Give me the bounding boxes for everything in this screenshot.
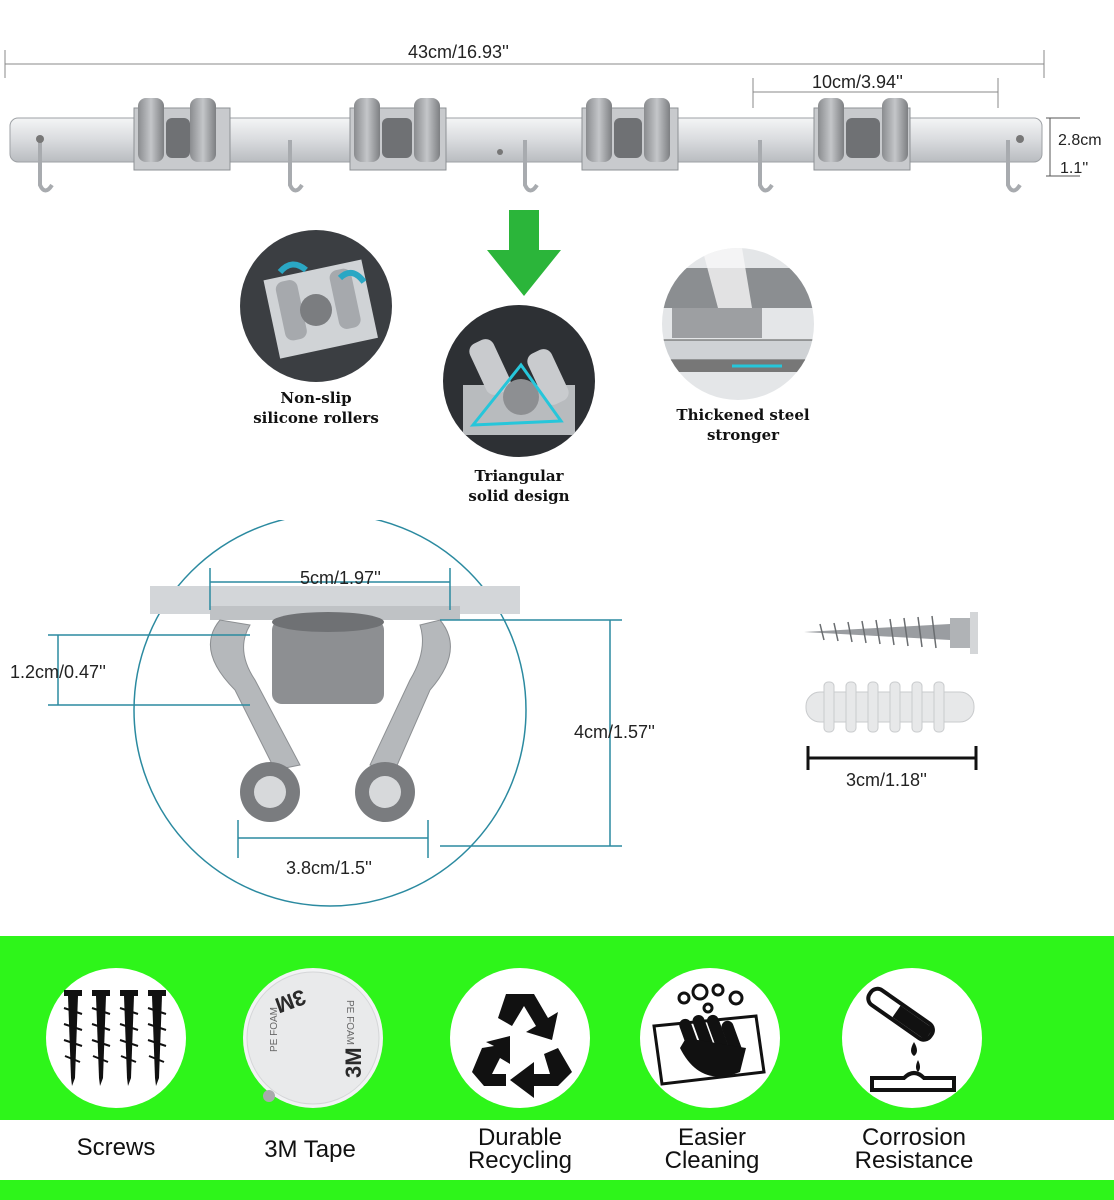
detail-rollers-line2: silicone rollers bbox=[253, 409, 379, 427]
recycle-icon bbox=[472, 994, 572, 1098]
detail-triangular-line1: Triangular bbox=[474, 467, 564, 485]
detail-triangular bbox=[443, 305, 595, 457]
clip-spacing-label: 10cm/3.94'' bbox=[812, 72, 903, 92]
feature-corrosion-line2: Resistance bbox=[854, 1147, 974, 1174]
feature-3m-tape-line1: 3M Tape bbox=[264, 1136, 356, 1163]
down-arrow-icon bbox=[487, 210, 561, 296]
height-in-label: 1.1'' bbox=[1060, 160, 1089, 177]
feature-recycling-line1: Durable bbox=[477, 1124, 563, 1151]
detail-thick-steel bbox=[662, 248, 814, 400]
feature-screws-label: Screws bbox=[28, 1134, 204, 1161]
feature-cleaning-line1: Easier bbox=[677, 1124, 747, 1151]
triangular-design-icon bbox=[463, 339, 575, 435]
detail-rollers-caption: Non-slip silicone rollers bbox=[226, 388, 406, 428]
detail-triangular-line2: solid design bbox=[468, 487, 570, 505]
detail-rollers-line1: Non-slip bbox=[280, 389, 352, 407]
detail-thick-steel-line1: Thickened steel bbox=[676, 406, 810, 424]
feature-corrosion-line1: Corrosion bbox=[861, 1124, 967, 1151]
detail-thick-steel-caption: Thickened steel stronger bbox=[648, 405, 838, 445]
thickened-steel-icon bbox=[662, 248, 814, 372]
clip-depth-label: 4cm/1.57'' bbox=[574, 722, 655, 742]
total-length-label: 43cm/16.93'' bbox=[408, 42, 509, 62]
detail-triangular-caption: Triangular solid design bbox=[429, 466, 609, 506]
clip-width-label: 5cm/1.97'' bbox=[300, 568, 381, 588]
screw-anchor-illustration bbox=[804, 612, 978, 770]
feature-recycling bbox=[450, 968, 590, 1108]
feature-recycling-line2: Recycling bbox=[467, 1147, 573, 1174]
roller-gap-label: 1.2cm/0.47'' bbox=[10, 662, 106, 682]
cleaning-hand-icon bbox=[652, 983, 766, 1086]
corrosion-icon bbox=[866, 986, 956, 1092]
screws-icon bbox=[63, 990, 167, 1086]
feature-cleaning bbox=[640, 968, 780, 1108]
feature-cleaning-label: Easier Cleaning bbox=[624, 1124, 800, 1174]
screw-length-label: 3cm/1.18'' bbox=[846, 770, 927, 790]
feature-screws-line1: Screws bbox=[76, 1134, 156, 1161]
feature-cleaning-line2: Cleaning bbox=[664, 1147, 760, 1174]
feature-recycling-label: Durable Recycling bbox=[432, 1124, 608, 1174]
silicone-rollers-icon bbox=[263, 259, 378, 359]
rack-illustration bbox=[4, 50, 1080, 193]
feature-screws bbox=[46, 968, 186, 1108]
height-cm-label: 2.8cm bbox=[1058, 132, 1102, 149]
tape-3m-icon: 3M 3M PE FOAM PE FOAM bbox=[246, 971, 380, 1105]
detail-thick-steel-line2: stronger bbox=[706, 426, 780, 444]
feature-3m-tape: 3M 3M PE FOAM PE FOAM bbox=[243, 968, 383, 1108]
rack-section: 43cm/16.93'' 10cm/3.94'' 2.8cm 1.1'' bbox=[0, 0, 1114, 200]
tape-brand-text-2: 3M bbox=[341, 1047, 366, 1078]
clip-dimension-diagram bbox=[48, 520, 622, 907]
feature-corrosion bbox=[842, 968, 982, 1108]
feature-label-strip bbox=[0, 1120, 1114, 1180]
feature-3m-tape-label: 3M Tape bbox=[222, 1136, 398, 1163]
feature-corrosion-label: Corrosion Resistance bbox=[824, 1124, 1004, 1174]
clip-opening-label: 3.8cm/1.5'' bbox=[286, 858, 372, 878]
detail-rollers bbox=[240, 230, 392, 382]
tape-product-text-1: PE FOAM bbox=[269, 1007, 280, 1052]
tape-product-text-2: PE FOAM bbox=[344, 1000, 355, 1045]
